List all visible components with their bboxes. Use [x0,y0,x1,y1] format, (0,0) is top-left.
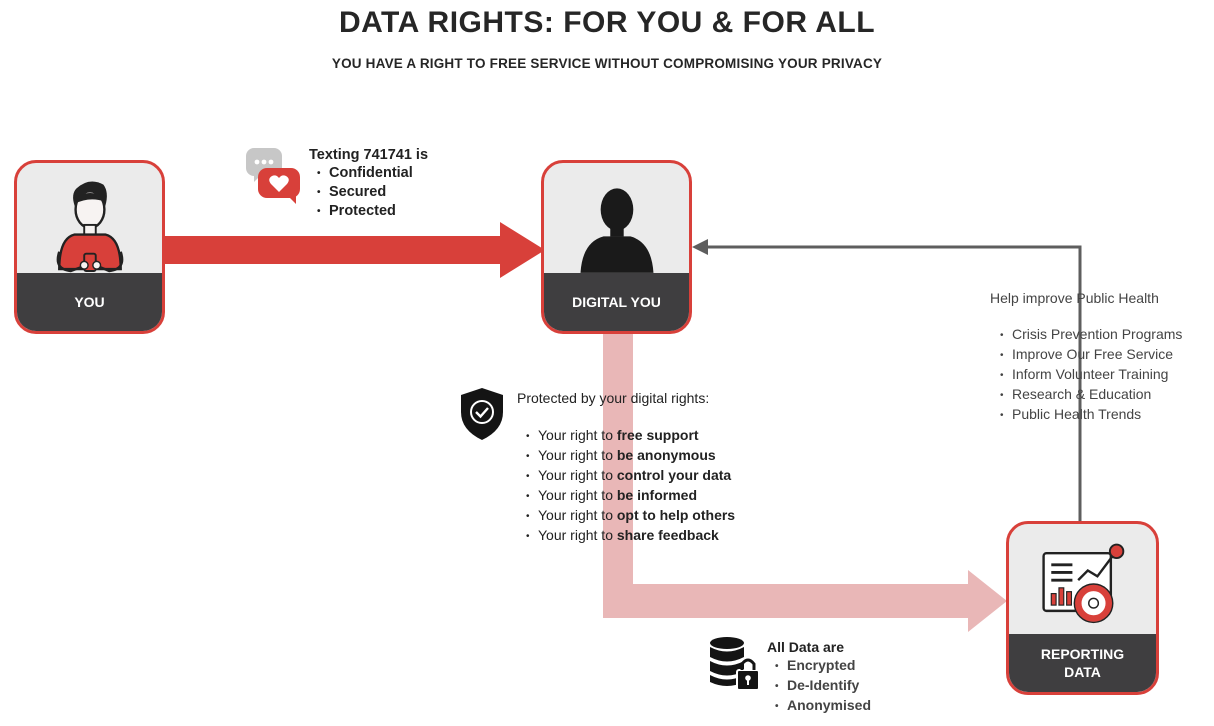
feedback-arrowhead [692,239,708,255]
all-data-list: Encrypted De-Identify Anonymised [767,656,871,716]
list-item: Protected [309,202,428,221]
list-item: Improve Our Free Service [1000,345,1182,365]
list-item: Your right to control your data [526,466,735,486]
reporting-data-node: REPORTING DATA [1006,521,1159,695]
list-item: Your right to opt to help others [526,506,735,526]
chat-heart-icon [246,148,300,204]
all-data-info: All Data are Encrypted De-Identify Anony… [767,638,871,716]
digital-you-label: DIGITAL YOU [544,273,689,331]
shield-check-icon [461,388,503,440]
list-item: Your right to be informed [526,486,735,506]
list-item: Your right to be anonymous [526,446,735,466]
list-item: Confidential [309,164,428,183]
list-item: Public Health Trends [1000,405,1182,425]
public-health-heading: Help improve Public Health [990,290,1159,306]
list-item: Research & Education [1000,385,1182,405]
report-chart-icon [1042,543,1125,624]
list-item: Anonymised [767,696,871,716]
list-item: Secured [309,183,428,202]
page-title: DATA RIGHTS: FOR YOU & FOR ALL [338,6,876,39]
list-item: Crisis Prevention Programs [1000,325,1182,345]
list-item: Your right to share feedback [526,526,735,546]
list-item: Your right to free support [526,426,735,446]
texting-heading: Texting 741741 is [309,147,429,163]
digital-to-reporting-arrow [603,332,1007,632]
reporting-data-label: REPORTING DATA [1009,634,1156,692]
database-lock-icon [710,637,760,691]
public-health-list: Crisis Prevention Programs Improve Our F… [1000,325,1182,425]
list-item: Encrypted [767,656,871,676]
texting-info: Texting 741741 is Confidential Secured P… [309,146,428,221]
texting-list: Confidential Secured Protected [309,164,428,221]
you-to-digital-arrow [163,222,545,278]
silhouette-icon [580,188,654,273]
you-node: YOU [14,160,165,334]
page-subtitle: YOU HAVE A RIGHT TO FREE SERVICE WITHOUT… [331,56,883,71]
feedback-arrow-line [706,245,1082,522]
person-icon [56,181,124,273]
rights-heading: Protected by your digital rights: [517,390,710,406]
you-label: YOU [17,273,162,331]
list-item: Inform Volunteer Training [1000,365,1182,385]
all-data-heading: All Data are [767,639,845,655]
list-item: De-Identify [767,676,871,696]
rights-list: Your right to free support Your right to… [526,426,735,546]
digital-you-node: DIGITAL YOU [541,160,692,334]
